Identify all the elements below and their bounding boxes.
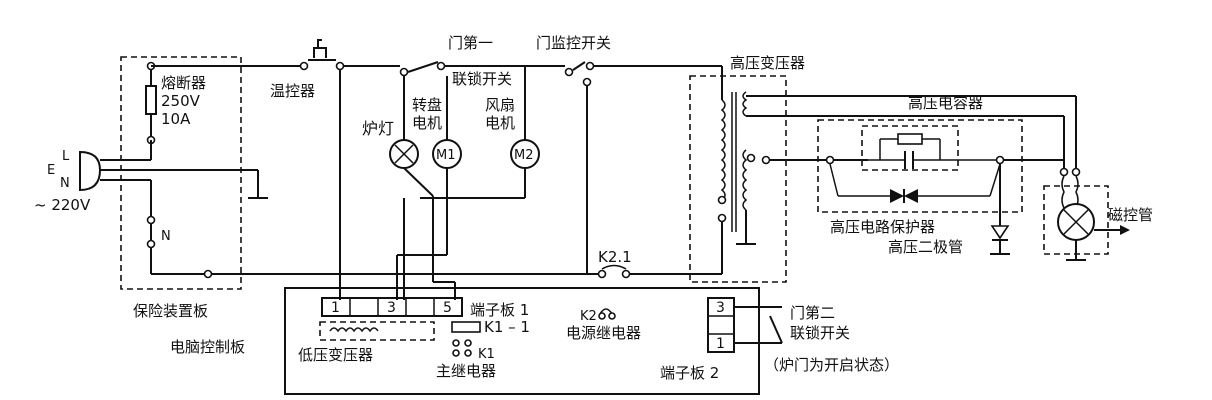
hv-capacitor-label: 高压电容器 <box>908 94 983 112</box>
tb1-cell-3: 3 <box>387 300 396 316</box>
fan-motor-label-b: 电机 <box>485 114 515 132</box>
door-second-interlock-label-a: 门第二 <box>790 304 835 322</box>
power-relay-label: 电源继电器 <box>566 324 641 342</box>
thermostat-icon <box>313 47 327 58</box>
hv-protector-label: 高压电路保护器 <box>830 218 935 236</box>
hv-diode-icon <box>990 225 1010 240</box>
output-arrow-icon <box>1120 225 1130 235</box>
hv-transformer-box <box>689 75 787 283</box>
computer-board-label: 电脑控制板 <box>170 338 245 356</box>
low-voltage-coil <box>329 327 379 333</box>
door-switches: 门第一 联锁开关 门监控开关 <box>399 34 722 88</box>
protection-board-box <box>120 56 242 290</box>
fan-motor-label-a: 风扇 <box>485 96 515 114</box>
door-first-interlock-label-b: 联锁开关 <box>452 70 512 88</box>
hv-secondary-coil <box>742 149 748 211</box>
m2-label: M2 <box>514 148 534 163</box>
k2-label: K2 <box>580 309 597 324</box>
magnetron: 磁控管 <box>1043 96 1153 261</box>
hv-protector-box <box>817 119 1023 213</box>
door-open-state-label: （炉门为开启状态） <box>764 356 899 374</box>
tb2-cell-3: 1 <box>716 336 725 352</box>
turntable-motor-label-a: 转盘 <box>412 96 442 114</box>
fuse-element <box>145 85 157 115</box>
line-l-label: L <box>62 149 70 164</box>
computer-control-board: 电脑控制板 1 3 5 端子板 1 低压变压器 K1 – 1 K1 主继电器 K… <box>170 287 760 395</box>
main-relay-label: 主继电器 <box>436 362 496 380</box>
mains-plug: L E N ~ 220V <box>34 140 268 218</box>
protector-diode-b <box>904 189 918 203</box>
hv-capacitor-box <box>861 125 959 171</box>
fuse-current: 10A <box>161 110 191 128</box>
m1-label: M1 <box>436 148 456 163</box>
fuse: 熔断器 250V 10A <box>145 61 206 145</box>
mains-voltage-label: ~ 220V <box>34 196 91 214</box>
tb1-cell-5: 5 <box>443 300 452 316</box>
protection-board-label: 保险装置板 <box>133 302 208 320</box>
computer-board-box <box>284 287 760 395</box>
tb1-cell-1: 1 <box>331 300 340 316</box>
door-first-interlock-blade <box>407 61 439 73</box>
turntable-motor-label-b: 电机 <box>412 114 442 132</box>
door-monitor-switch-label: 门监控开关 <box>536 34 611 52</box>
hv-transformer-label: 高压变压器 <box>730 54 805 72</box>
neutral-n-label: N <box>161 229 171 244</box>
terminal-board-1 <box>321 297 463 317</box>
fuse-label: 熔断器 <box>161 74 206 92</box>
door-second-interlock-blade <box>769 315 783 344</box>
fuse-voltage: 250V <box>161 92 201 110</box>
terminal-board-2 <box>707 297 735 353</box>
terminal-board-2-label: 端子板 2 <box>660 364 719 382</box>
terminal-board-1-label: 端子板 1 <box>470 301 529 319</box>
magnetron-label: 磁控管 <box>1108 206 1153 224</box>
hv-transformer: 高压变压器 <box>689 54 1076 283</box>
hv-diode: 高压二极管 <box>888 164 1010 256</box>
door-second-interlock-label-b: 联锁开关 <box>790 324 850 342</box>
line-e-label: E <box>47 163 55 178</box>
loads: 炉灯 M1 转盘 电机 M2 风扇 电机 <box>339 66 540 300</box>
protector-diode-a <box>890 189 904 203</box>
tb2-cell-1: 3 <box>716 300 725 316</box>
door-second-interlock: 门第二 联锁开关 （炉门为开启状态） <box>734 304 899 374</box>
bleeder-resistor-icon <box>897 133 923 145</box>
protection-board: 保险装置板 <box>120 56 242 320</box>
k1-1-label: K1 – 1 <box>484 318 530 336</box>
hv-filament-coil <box>742 91 748 117</box>
line-n-label: N <box>60 176 70 191</box>
thermostat-label: 温控器 <box>270 82 315 100</box>
low-voltage-transformer-label: 低压变压器 <box>298 346 373 364</box>
door-first-interlock-label-a: 门第一 <box>448 34 493 52</box>
low-voltage-transformer-box <box>319 321 435 341</box>
k1-label: K1 <box>478 347 495 362</box>
thermostat: 温控器 <box>151 39 400 100</box>
oven-lamp-label: 炉灯 <box>362 119 394 138</box>
k2-1-label: K2.1 <box>598 248 632 266</box>
plug-icon <box>79 150 102 192</box>
hv-diode-label: 高压二极管 <box>888 238 963 256</box>
hv-primary-coil <box>720 99 726 201</box>
k1-1-contact-icon <box>451 321 481 333</box>
hv-capacitor-protector: 高压电容器 高压电路保护器 <box>770 94 1064 236</box>
door-monitor-switch-blade <box>572 61 586 71</box>
